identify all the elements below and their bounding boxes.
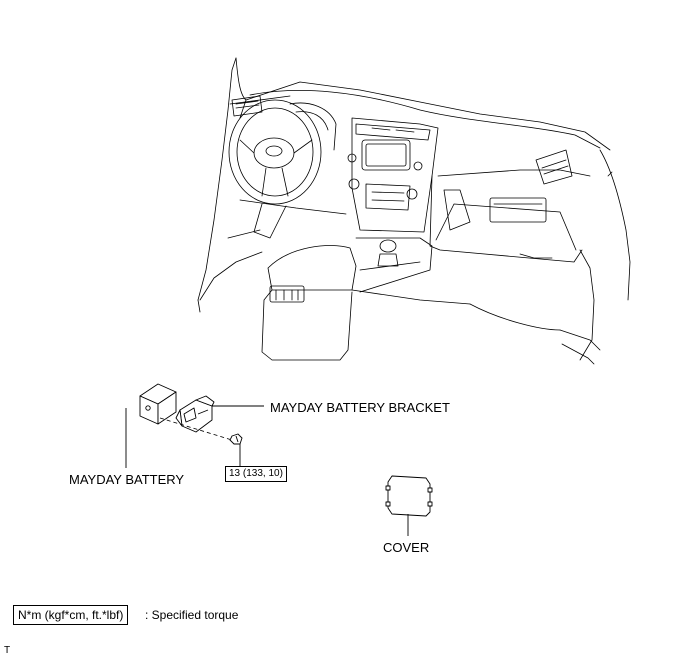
mayday-battery-bracket-label: MAYDAY BATTERY BRACKET xyxy=(270,400,450,415)
bolt-icon xyxy=(230,434,242,444)
mayday-battery-label: MAYDAY BATTERY xyxy=(69,472,185,487)
mayday-battery-bracket-drawing xyxy=(176,396,214,432)
corner-mark: T xyxy=(4,645,11,656)
mayday-battery-drawing xyxy=(140,384,176,424)
vehicle-interior-illustration xyxy=(198,58,630,364)
installation-dashed-line xyxy=(160,418,232,440)
cover-label: COVER xyxy=(383,540,430,555)
torque-unit-legend-box: N*m (kgf*cm, ft.*lbf) xyxy=(13,605,129,625)
torque-legend-description: : Specified torque xyxy=(145,608,239,622)
cover-drawing xyxy=(386,476,432,516)
leader-lines xyxy=(126,406,408,536)
torque-value-box: 13 (133, 10) xyxy=(225,466,287,482)
